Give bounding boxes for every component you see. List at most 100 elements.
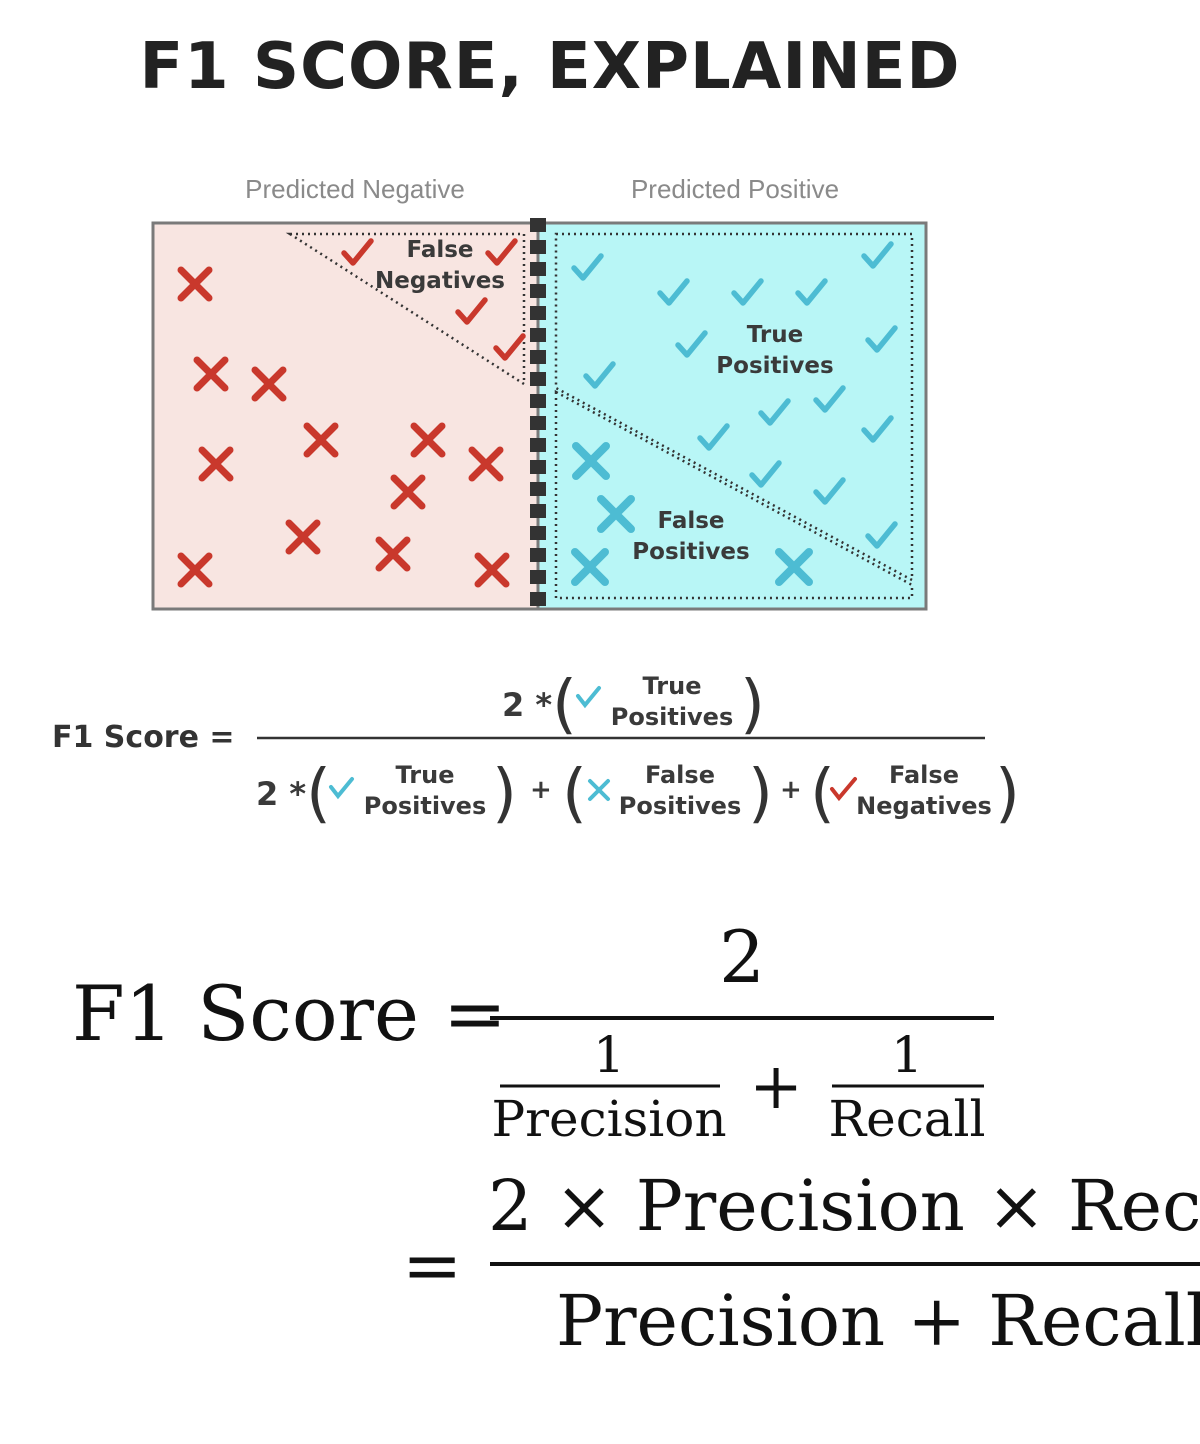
predicted-negative-label: Predicted Negative: [245, 174, 465, 204]
den-paren3-close: ): [995, 757, 1020, 831]
true-positive-check-icon: [571, 253, 604, 281]
num-tp-line2: Positives: [611, 703, 734, 731]
den-plus-2: +: [780, 775, 802, 805]
den-paren2-open: (: [562, 757, 587, 831]
true-positive-check-icon: [675, 330, 708, 358]
den-paren2-close: ): [748, 757, 773, 831]
tp-label-line1: True: [747, 322, 803, 348]
divider-dash: [530, 240, 546, 254]
true-negative-cross-icon: [303, 422, 339, 458]
true-positive-check-icon: [697, 423, 730, 451]
divider-dash: [530, 482, 546, 496]
den-paren1-close: ): [492, 757, 517, 831]
divider-dash: [530, 416, 546, 430]
den-paren1-open: (: [306, 757, 331, 831]
divider-dash: [530, 394, 546, 408]
divider-dash: [530, 460, 546, 474]
tp-check-icon: [329, 777, 354, 800]
math-one-precision: 1: [593, 1026, 625, 1084]
true-positive-check-icon: [861, 241, 894, 269]
den-tp-line1: True: [396, 761, 455, 789]
formula-words-lhs: F1 Score =: [52, 720, 235, 755]
divider-dash: [530, 328, 546, 342]
true-negative-cross-icon: [193, 356, 229, 392]
divider-dash: [530, 438, 546, 452]
false-negatives-region: [285, 232, 526, 387]
false-negative-check-icon: [485, 238, 518, 266]
true-negative-cross-icon: [468, 446, 504, 482]
fp-cross-icon: [588, 779, 610, 801]
fn-check-icon: [830, 777, 857, 802]
true-negative-cross-icon: [474, 552, 510, 588]
divider-dash: [530, 262, 546, 276]
true-positive-check-icon: [813, 477, 846, 505]
divider-dash: [530, 548, 546, 562]
math-sum-denominator: Precision + Recall: [556, 1280, 1200, 1362]
divider-dash: [530, 306, 546, 320]
num-paren-close: ): [740, 668, 765, 742]
false-negative-check-icon: [455, 297, 488, 325]
fp-label-line1: False: [657, 508, 724, 534]
math-plus: +: [749, 1050, 803, 1124]
den-tp-line2: Positives: [364, 792, 487, 820]
predicted-positive-label: Predicted Positive: [630, 174, 840, 204]
den-paren3-open: (: [810, 757, 835, 831]
true-negative-cross-icon: [285, 519, 321, 555]
math-numerator: 2: [719, 915, 765, 999]
fn-label-line2: Negatives: [375, 268, 505, 294]
true-negative-cross-icon: [177, 266, 213, 302]
den-fp-line1: False: [645, 761, 715, 789]
math-one-recall: 1: [891, 1026, 923, 1084]
true-positive-check-icon: [795, 278, 828, 306]
false-positive-cross-icon: [572, 442, 610, 480]
divider-dash: [530, 372, 546, 386]
math-recall: Recall: [828, 1090, 985, 1148]
confusion-diagram: False Negatives True Positives False Pos…: [151, 218, 928, 611]
true-negative-cross-icon: [390, 474, 426, 510]
false-positive-cross-icon: [571, 548, 609, 586]
true-positive-check-icon: [865, 521, 898, 549]
true-positive-check-icon: [865, 325, 898, 353]
true-positive-check-icon: [657, 278, 690, 306]
math-equals: =: [402, 1223, 462, 1307]
true-negative-cross-icon: [251, 366, 287, 402]
true-positives-region: [554, 232, 914, 583]
true-negative-cross-icon: [177, 552, 213, 588]
num-paren-open: (: [552, 668, 577, 742]
true-positive-check-icon: [861, 415, 894, 443]
formula-words: 2 * ( True Positives ) 2 * ( True Positi…: [256, 668, 1020, 831]
divider-dash: [530, 350, 546, 364]
true-negative-cross-icon: [375, 536, 411, 572]
den-fn-line1: False: [889, 761, 959, 789]
num-two-star: 2 *: [502, 686, 552, 724]
true-positive-check-icon: [813, 385, 846, 413]
true-positive-check-icon: [758, 398, 791, 426]
divider-dash: [530, 284, 546, 298]
den-plus-1: +: [530, 775, 552, 805]
false-negative-check-icon: [493, 333, 526, 361]
true-negative-cross-icon: [198, 446, 234, 482]
divider-dash: [530, 218, 546, 232]
divider-dash: [530, 526, 546, 540]
divider-dash: [530, 570, 546, 584]
tp-check-icon: [576, 686, 601, 709]
fn-label-line1: False: [406, 237, 473, 263]
predicted-positive-area: [536, 221, 928, 611]
num-tp-line1: True: [643, 672, 702, 700]
den-two-star: 2 *: [256, 775, 306, 813]
den-fp-line2: Positives: [619, 792, 742, 820]
true-positive-check-icon: [583, 361, 616, 389]
math-product-numerator: 2 × Precision × Recall: [488, 1165, 1200, 1247]
fp-label-line2: Positives: [632, 539, 749, 565]
tp-label-line2: Positives: [716, 353, 833, 379]
math-precision: Precision: [491, 1090, 726, 1148]
divider-dash: [530, 504, 546, 518]
true-positive-check-icon: [749, 460, 782, 488]
true-positive-check-icon: [731, 278, 764, 306]
false-negative-check-icon: [341, 238, 374, 266]
den-fn-line2: Negatives: [856, 792, 992, 820]
divider-dash: [530, 592, 546, 606]
true-negative-cross-icon: [410, 422, 446, 458]
math-lhs: F1 Score =: [72, 969, 507, 1058]
false-positive-cross-icon: [775, 548, 813, 586]
